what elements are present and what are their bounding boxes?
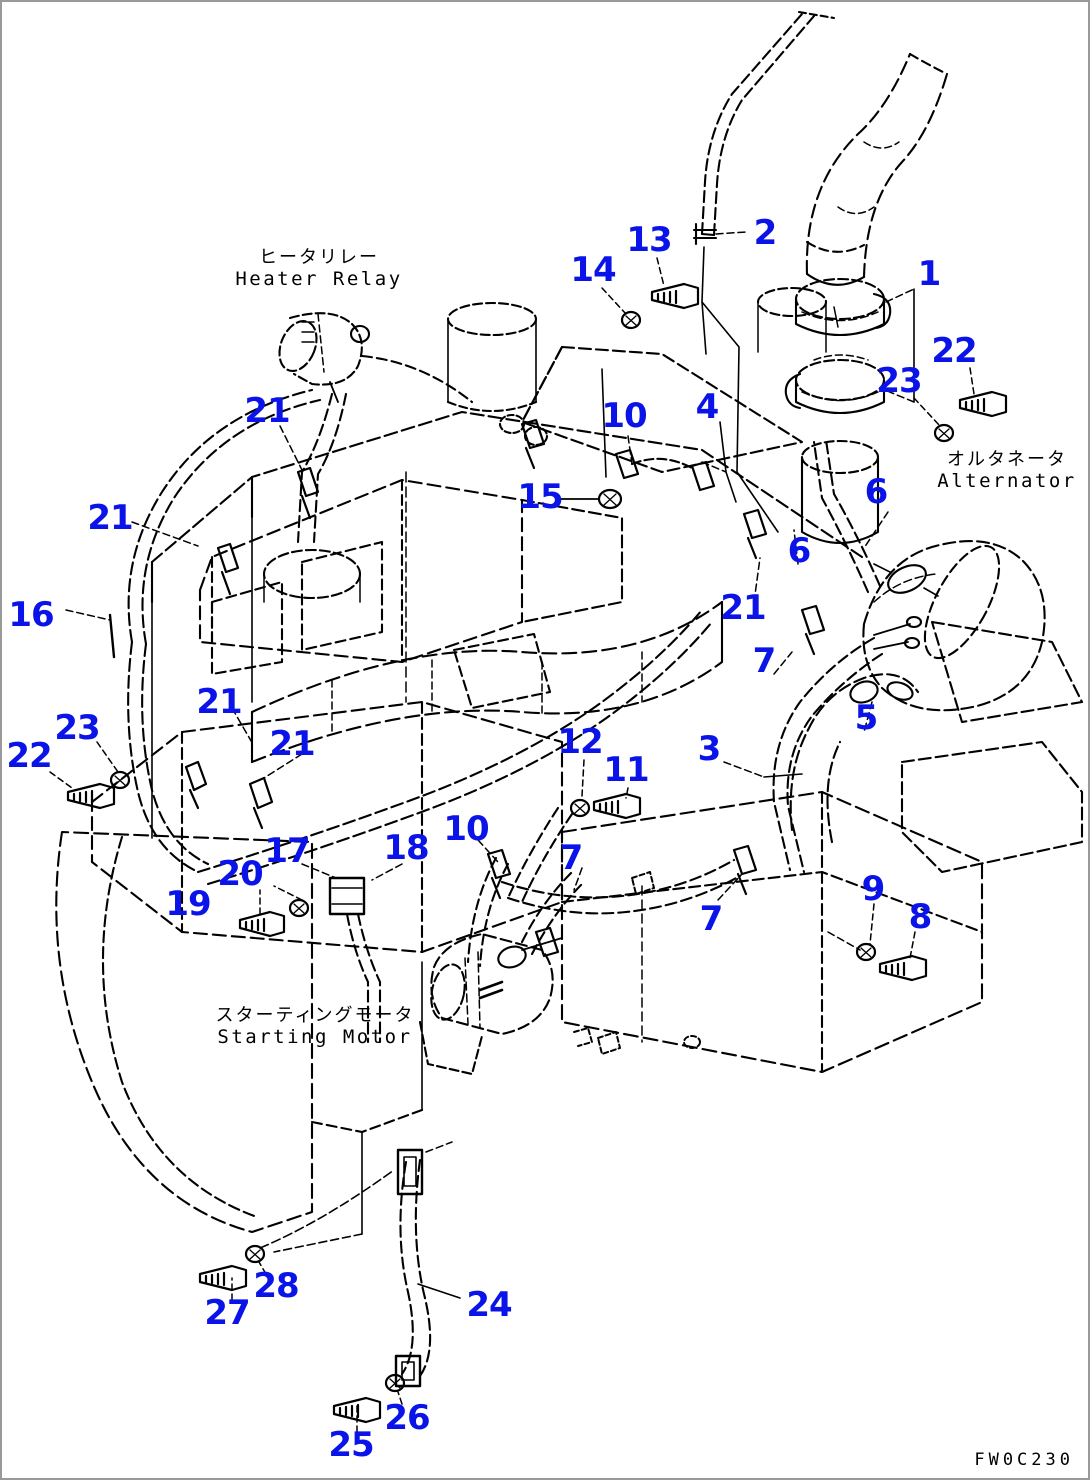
callout-20: 20 (217, 854, 263, 894)
callout-27: 27 (204, 1293, 250, 1333)
callout-21-right: 21 (720, 588, 766, 628)
callout-7-mid: 7 (559, 838, 584, 878)
sheet-code: FW0C230 (974, 1450, 1074, 1470)
callout-5: 5 (854, 698, 879, 738)
caption-starting-motor-en: Starting Motor (217, 1025, 413, 1048)
callout-12: 12 (557, 722, 603, 762)
callout-22-left: 22 (6, 736, 52, 776)
callout-19: 19 (165, 884, 211, 924)
callout-2: 2 (753, 213, 778, 253)
callout-21-relay: 21 (244, 391, 290, 431)
caption-heater-relay-jp: ヒータリレー (259, 247, 379, 268)
callout-7-lower: 7 (699, 899, 724, 939)
callout-11: 11 (603, 750, 649, 790)
caption-heater-relay: ヒータリレー Heater Relay (235, 247, 403, 291)
callout-28: 28 (253, 1266, 299, 1306)
caption-alternator: オルタネータ Alternator (937, 449, 1077, 493)
caption-starting-motor: スターティングモータ Starting Motor (215, 1005, 415, 1049)
callout-25: 25 (328, 1425, 374, 1465)
callout-1: 1 (917, 254, 942, 294)
callout-23-right: 23 (876, 361, 922, 401)
callout-26: 26 (384, 1398, 430, 1438)
callout-6-upper: 6 (864, 472, 889, 512)
callout-15: 15 (517, 477, 563, 517)
caption-alternator-en: Alternator (937, 469, 1077, 492)
callout-18: 18 (383, 828, 429, 868)
callout-3: 3 (697, 729, 722, 769)
callout-21-mid: 21 (196, 682, 242, 722)
callout-8: 8 (908, 897, 933, 937)
callout-13: 13 (626, 220, 672, 260)
caption-heater-relay-en: Heater Relay (235, 267, 403, 290)
callout-6-lower: 6 (787, 531, 812, 571)
callout-9: 9 (861, 869, 886, 909)
callout-16: 16 (8, 595, 54, 635)
caption-alternator-jp: オルタネータ (946, 449, 1067, 470)
callout-4: 4 (695, 387, 720, 427)
callout-7-upper: 7 (752, 641, 777, 681)
callout-14: 14 (570, 250, 616, 290)
caption-starting-motor-jp: スターティングモータ (215, 1005, 415, 1026)
callout-22-right: 22 (931, 331, 977, 371)
callout-17: 17 (264, 831, 310, 871)
callout-21-lower: 21 (269, 724, 315, 764)
callout-21-left: 21 (87, 498, 133, 538)
callout-24: 24 (466, 1285, 512, 1325)
callout-23-left: 23 (54, 708, 100, 748)
callout-10-upper: 10 (601, 396, 647, 436)
callout-10-lower: 10 (443, 809, 489, 849)
